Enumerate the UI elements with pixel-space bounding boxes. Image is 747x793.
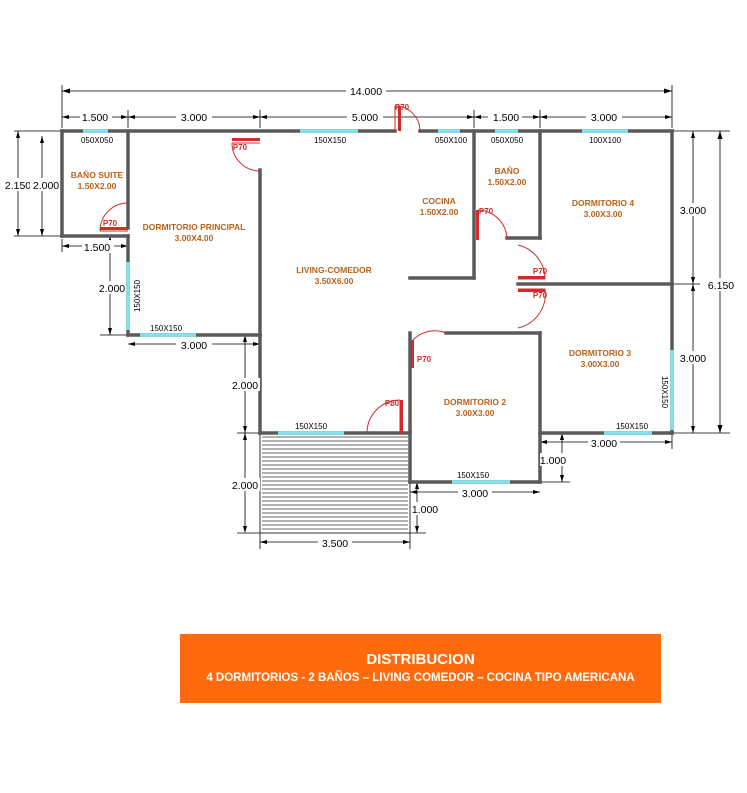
dim-right-3000-c: 3.000	[591, 438, 617, 450]
window-label: 050X100	[435, 136, 468, 145]
window-label: 150X150	[150, 324, 183, 333]
window-label: 050X050	[81, 136, 114, 145]
dim-left-2150: 2.150	[5, 180, 31, 192]
window-label: 100X100	[589, 136, 622, 145]
room-name-dorm-4: DORMITORIO 4	[572, 198, 634, 208]
dim-right-3000-b: 3.000	[680, 353, 706, 365]
window-label: 150X150	[295, 422, 328, 431]
dim-center-2000-a: 2.000	[232, 380, 258, 392]
dim-top-4: 1.500	[493, 112, 519, 124]
room-name-dorm-3: DORMITORIO 3	[569, 348, 631, 358]
room-name-living: LIVING-COMEDOR	[296, 265, 372, 275]
dim-left-2000: 2.000	[33, 180, 59, 192]
door-label: P70	[103, 219, 118, 228]
dim-bottom-1000-b: 1.000	[540, 455, 566, 467]
door-label: P70	[395, 103, 410, 112]
window-label: 150X150	[616, 422, 649, 431]
window-label: 150X150	[314, 136, 347, 145]
door-leaves	[100, 106, 545, 433]
terrace-outline	[259, 432, 411, 534]
door-label: P70	[479, 207, 494, 216]
room-name-dorm-principal: DORMITORIO PRINCIPAL	[143, 222, 246, 232]
banner-title: DISTRIBUCION	[366, 651, 475, 668]
dim-right-3000-a: 3.000	[680, 205, 706, 217]
floor-plan: 14.000 1.500 3.000 5.000 1.500 3.000 2.1…	[3, 84, 738, 550]
dimension-labels: 14.000 1.500 3.000 5.000 1.500 3.000 2.1…	[3, 84, 738, 550]
room-name-bano-suite: BAÑO SUITE	[71, 170, 124, 180]
room-name-bano: BAÑO	[494, 166, 519, 176]
window-label: 150X150	[660, 376, 669, 409]
room-size-cocina: 1.50X2.00	[420, 207, 459, 217]
door-label: P70	[533, 291, 548, 300]
dim-bottom-3500: 3.500	[322, 538, 348, 550]
room-name-dorm-2: DORMITORIO 2	[444, 397, 506, 407]
dim-top-2: 3.000	[181, 112, 207, 124]
dim-left-1500: 1.500	[84, 242, 110, 254]
windows	[83, 129, 674, 484]
room-size-bano-suite: 1.50X2.00	[78, 181, 117, 191]
dim-center-2000-b: 2.000	[232, 480, 258, 492]
dim-right-6150: 6.150	[708, 280, 734, 292]
dim-overall-width: 14.000	[350, 86, 382, 98]
door-label: P70	[417, 355, 432, 364]
room-labels: BAÑO SUITE 1.50X2.00 DORMITORIO PRINCIPA…	[71, 166, 635, 418]
room-size-dorm-3: 3.00X3.00	[581, 359, 620, 369]
distribution-banner: DISTRIBUCION 4 DORMITORIOS - 2 BAÑOS – L…	[180, 634, 661, 703]
window-label: 050X050	[491, 136, 524, 145]
door-labels: P70 P70 P70 P70 P70 P70 P70 P80	[103, 103, 548, 408]
door-label: P70	[233, 143, 248, 152]
door-label: P80	[385, 399, 400, 408]
dim-top-5: 3.000	[591, 112, 617, 124]
room-size-dorm-2: 3.00X3.00	[456, 408, 495, 418]
room-size-dorm-4: 3.00X3.00	[584, 209, 623, 219]
dim-left-lower-3000: 3.000	[181, 340, 207, 352]
dim-bottom-3000: 3.000	[462, 488, 488, 500]
door-label: P70	[533, 267, 548, 276]
window-label: 150X150	[457, 471, 490, 480]
dim-left-lower-2000: 2.000	[99, 283, 125, 295]
room-size-dorm-principal: 3.00X4.00	[175, 233, 214, 243]
dim-bottom-1000-a: 1.000	[412, 504, 438, 516]
dim-top-1: 1.500	[82, 112, 108, 124]
room-size-bano: 1.50X2.00	[488, 177, 527, 187]
terrace-hatch	[262, 436, 408, 530]
banner-subtitle: 4 DORMITORIOS - 2 BAÑOS – LIVING COMEDOR…	[206, 672, 635, 684]
dimension-lines	[14, 85, 730, 549]
window-labels: 050X050 150X150 050X100 050X050 100X100 …	[81, 136, 669, 480]
room-name-cocina: COCINA	[422, 196, 456, 206]
dim-top-3: 5.000	[352, 112, 378, 124]
window-label: 150X150	[133, 279, 142, 312]
room-size-living: 3.50X6.00	[315, 276, 354, 286]
